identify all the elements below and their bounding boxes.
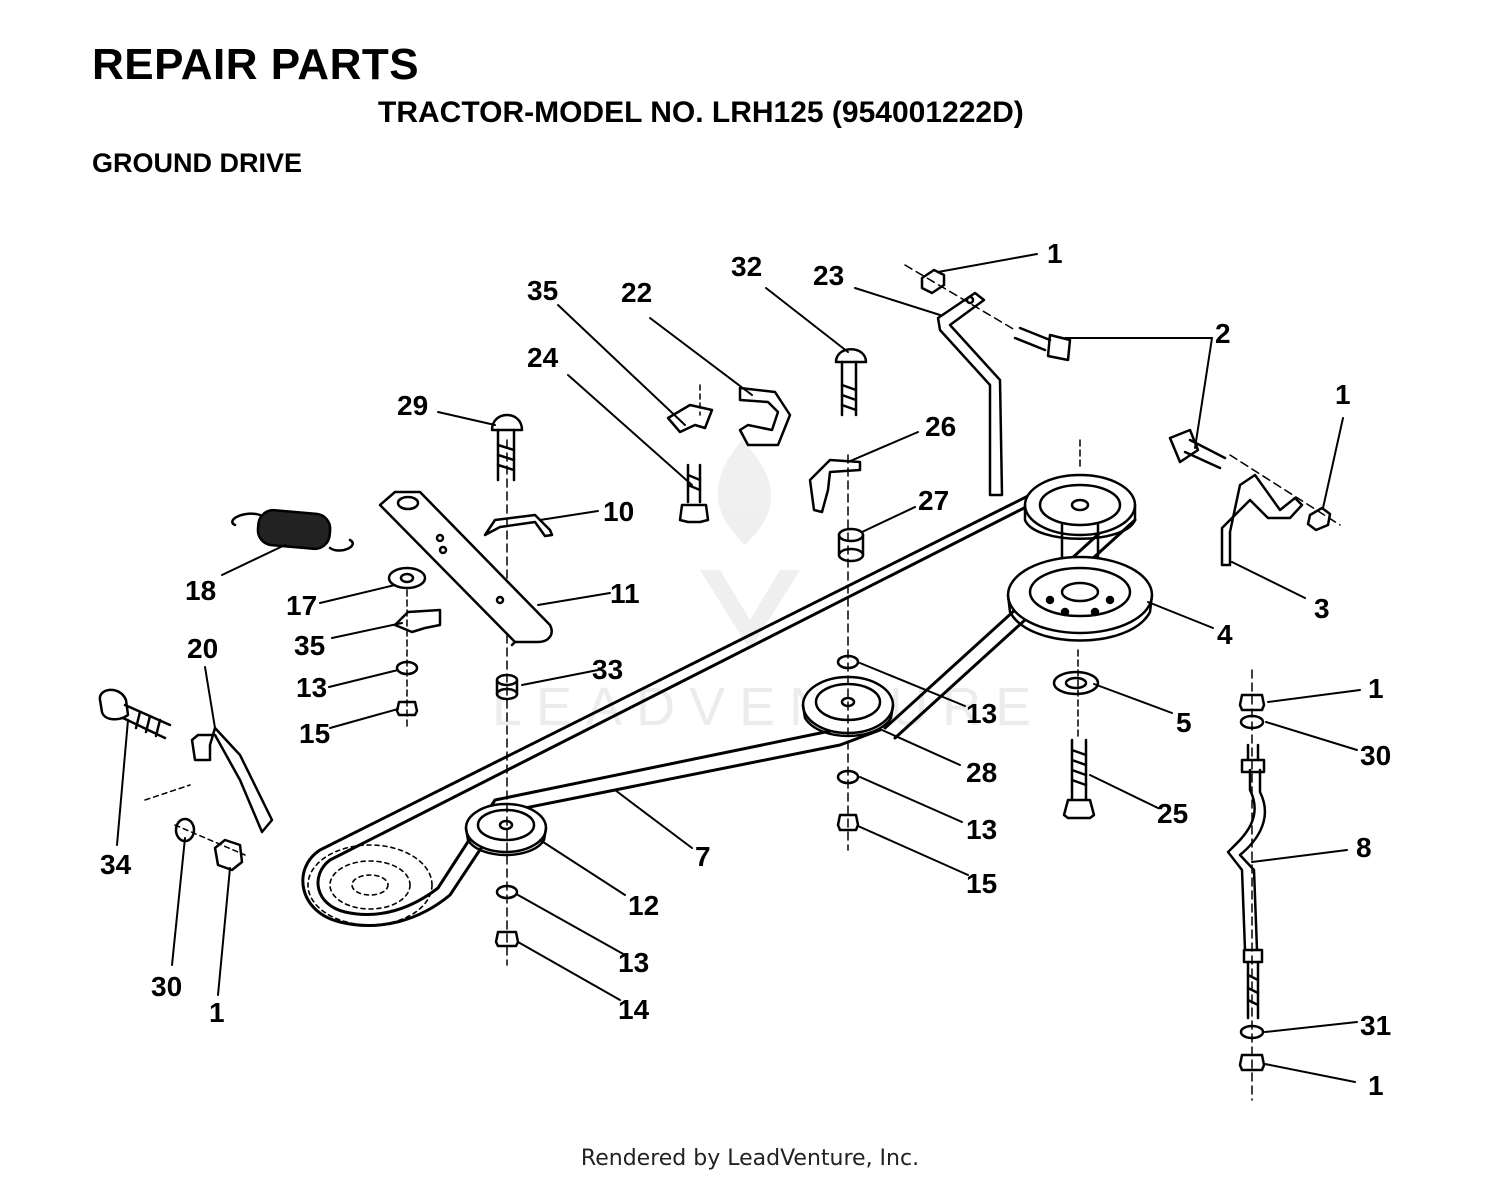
callout-35: 35 — [527, 275, 558, 306]
callout-1: 1 — [209, 997, 225, 1028]
callout-18: 18 — [185, 575, 216, 606]
callout-26: 26 — [925, 411, 956, 442]
callout-10: 10 — [603, 496, 634, 527]
callout-24: 24 — [527, 342, 559, 373]
callout-28: 28 — [966, 757, 997, 788]
callout-leaders — [116, 253, 1361, 1083]
pedal-link — [190, 726, 274, 834]
callout-1: 1 — [1368, 673, 1384, 704]
callout-33: 33 — [592, 654, 623, 685]
carriage-bolt — [834, 348, 868, 417]
callout-labels: 1 23 32 35 22 2 24 29 26 1 27 10 18 11 1… — [100, 238, 1391, 1101]
callout-35: 35 — [294, 630, 325, 661]
belt-keeper-clip — [666, 403, 714, 434]
hex-nut — [920, 268, 946, 295]
page-title: REPAIR PARTS — [92, 40, 420, 89]
idler-bracket — [808, 458, 862, 514]
callout-13: 13 — [966, 814, 997, 845]
callout-15: 15 — [966, 868, 997, 899]
hex-bolt — [1013, 326, 1072, 362]
watermark-text: LEADVENTURE — [492, 677, 1045, 737]
callout-3: 3 — [1314, 593, 1330, 624]
callout-1: 1 — [1047, 238, 1063, 269]
footer-credit: Rendered by LeadVenture, Inc. — [580, 1146, 920, 1171]
engine-pulley-assembly — [1006, 439, 1154, 642]
watermark-logo — [700, 440, 800, 650]
callout-5: 5 — [1176, 707, 1192, 738]
callout-11: 11 — [610, 578, 640, 609]
spring-clip — [393, 608, 442, 634]
callout-8: 8 — [1356, 832, 1372, 863]
callout-32: 32 — [731, 251, 762, 282]
callout-27: 27 — [918, 485, 949, 516]
spacer — [837, 527, 865, 563]
callout-1: 1 — [1368, 1070, 1384, 1101]
callout-30: 30 — [1360, 740, 1391, 771]
section-heading: GROUND DRIVE — [92, 148, 303, 178]
callout-34: 34 — [100, 849, 132, 880]
shift-lever — [1220, 473, 1304, 567]
belt-guide — [483, 513, 554, 538]
callout-23: 23 — [813, 260, 844, 291]
callout-17: 17 — [286, 590, 317, 621]
belt-guide-hook — [738, 386, 792, 447]
clutch-rod — [1226, 743, 1267, 1020]
callout-13: 13 — [618, 947, 649, 978]
idler-pulley-12 — [464, 802, 548, 857]
callout-31: 31 — [1360, 1010, 1391, 1041]
callout-7: 7 — [695, 841, 711, 872]
shift-rod — [936, 291, 1004, 497]
idler-arm — [378, 490, 553, 647]
callout-14: 14 — [618, 994, 650, 1025]
callout-2: 2 — [1215, 318, 1231, 349]
shoulder-washer — [387, 566, 427, 590]
callout-25: 25 — [1157, 798, 1188, 829]
callout-4: 4 — [1217, 619, 1233, 650]
callout-13: 13 — [296, 672, 327, 703]
callout-12: 12 — [628, 890, 659, 921]
lock-washer — [1052, 670, 1100, 696]
callout-30: 30 — [151, 971, 182, 1002]
callout-22: 22 — [621, 277, 652, 308]
model-number-heading: TRACTOR-MODEL NO. LRH125 (954001222D) — [378, 96, 1024, 129]
shoulder-bolt — [98, 688, 172, 740]
drive-belt — [301, 488, 1137, 928]
callout-20: 20 — [187, 633, 218, 664]
callout-15: 15 — [299, 718, 330, 749]
callout-29: 29 — [397, 390, 428, 421]
flat-washer — [836, 654, 860, 670]
transaxle-pulley — [307, 844, 433, 926]
pulley-bolt — [1062, 738, 1096, 820]
callout-13: 13 — [966, 698, 997, 729]
extension-spring — [231, 508, 354, 552]
callout-1: 1 — [1335, 379, 1351, 410]
